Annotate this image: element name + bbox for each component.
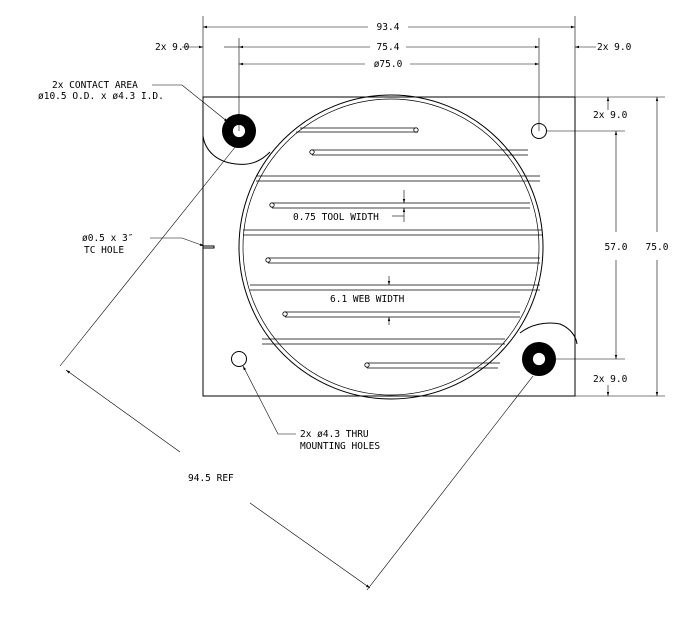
note-contact-area-1: 2x CONTACT AREA <box>52 80 138 91</box>
note-mounting-2: MOUNTING HOLES <box>300 441 380 452</box>
plate-outline <box>202 96 576 397</box>
mounting-hole-leader <box>242 365 296 435</box>
contact-hole-bottom-right <box>522 342 556 376</box>
contact-area-leader <box>152 84 229 123</box>
note-mounting-1: 2x ø4.3 THRU <box>300 429 369 440</box>
mounting-hole-bottom-left <box>231 351 247 367</box>
dim-bore-diameter: ø75.0 <box>374 59 403 70</box>
dim-left-offset: 2x 9.0 <box>155 42 190 53</box>
diagonal-dimension <box>59 145 534 591</box>
tc-hole-leader <box>150 237 205 247</box>
note-tool-width: 0.75 TOOL WIDTH <box>293 212 379 223</box>
corner-relief-bottom-right <box>519 322 578 345</box>
dim-hole-span: 75.4 <box>377 42 400 53</box>
tc-hole <box>203 245 215 249</box>
dim-right-offset: 2x 9.0 <box>597 42 632 53</box>
dimension-lines-top <box>182 16 596 131</box>
dim-overall-width: 93.4 <box>377 22 400 33</box>
dim-diagonal: 94.5 REF <box>188 473 234 484</box>
note-contact-area-2: ø10.5 O.D. x ø4.3 I.D. <box>38 91 164 102</box>
width-arrows <box>387 190 406 325</box>
serpentine-channel <box>243 127 542 369</box>
bore-circle <box>238 94 544 400</box>
dim-top-offset: 2x 9.0 <box>593 110 628 121</box>
dim-hole-vertical: 57.0 <box>605 242 628 253</box>
dimension-lines-right <box>547 96 665 397</box>
dim-overall-height: 75.0 <box>646 242 669 253</box>
corner-relief-top-left <box>202 135 271 165</box>
note-tc-hole-1: ø0.5 x 3″ <box>82 233 133 244</box>
note-web-width: 6.1 WEB WIDTH <box>330 294 405 305</box>
note-tc-hole-2: TC HOLE <box>84 245 124 256</box>
dim-bottom-offset: 2x 9.0 <box>593 374 628 385</box>
